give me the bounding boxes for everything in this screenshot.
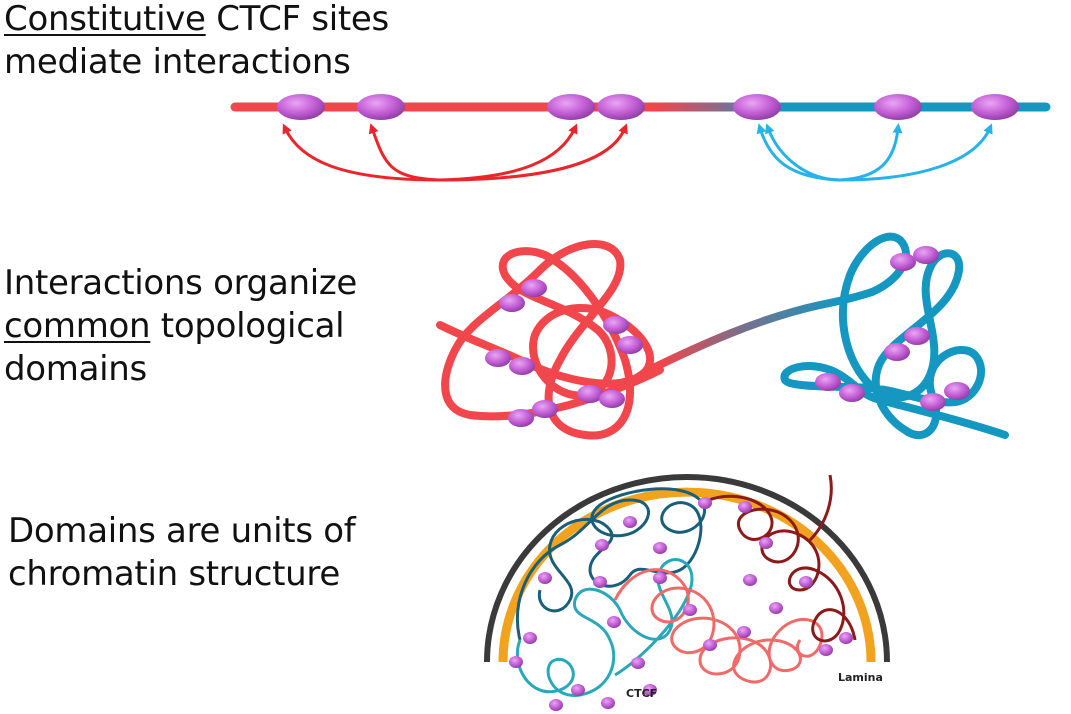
- fiber: [780, 232, 1009, 439]
- light-teal-domain: [515, 558, 694, 697]
- ctcf-site: [277, 94, 325, 120]
- ctcf-site: [601, 697, 615, 709]
- arc: [839, 123, 903, 182]
- ctcf-site: [577, 385, 603, 403]
- caption-line: Interactions organize: [4, 262, 357, 305]
- arc: [439, 123, 578, 182]
- panel3-caption: Domains are units of chromatin structure: [8, 510, 356, 596]
- ctcf-site: [920, 393, 946, 411]
- caption-text: chromatin structure: [8, 554, 340, 594]
- folded-domains-panel: [436, 232, 1009, 440]
- ctcf-site: [603, 316, 629, 334]
- caption-text: domains: [4, 349, 147, 389]
- ctcf-site: [737, 626, 751, 638]
- ctcf-site: [653, 572, 667, 584]
- ctcf-site: [884, 343, 910, 361]
- caption-line: mediate interactions: [4, 41, 389, 84]
- caption-line: Domains are units of: [8, 510, 356, 553]
- ctcf-site: [839, 632, 853, 644]
- red-interaction-arcs: [282, 123, 628, 182]
- arc: [368, 123, 441, 182]
- ctcf-site: [509, 656, 523, 668]
- ctcf-site: [523, 632, 537, 644]
- caption-text: Domains are units of: [8, 511, 356, 551]
- caption-underlined: common: [4, 306, 151, 346]
- caption-text: Interactions organize: [4, 263, 358, 303]
- arc: [439, 123, 628, 182]
- blue-interaction-arcs: [756, 123, 993, 182]
- ctcf-site: [631, 657, 645, 669]
- caption-line: common topological: [4, 305, 357, 348]
- ctcf-sites-linear: [277, 94, 1019, 120]
- ctcf-site: [617, 336, 643, 354]
- ctcf-site: [815, 373, 841, 391]
- ctcf-site: [485, 349, 511, 367]
- ctcf-site: [549, 699, 563, 711]
- arc: [839, 123, 993, 182]
- nuclear-envelope: [484, 474, 890, 663]
- ctcf-site: [733, 94, 781, 120]
- blue-domain: [780, 232, 1009, 439]
- fiber: [436, 321, 524, 364]
- ctcf-site: [799, 576, 813, 588]
- arc: [765, 123, 841, 182]
- ctcf-label: CTCF: [626, 687, 657, 700]
- ctcf-site: [653, 542, 667, 554]
- ctcf-site: [595, 539, 609, 551]
- dark-red-domain: [699, 474, 857, 643]
- ctcf-site: [508, 409, 534, 427]
- light-red-domain: [613, 568, 824, 684]
- ctcf-site: [571, 684, 585, 696]
- nucleus-panel: CTCF Lamina: [484, 474, 890, 711]
- caption-text: CTCF sites: [205, 0, 389, 39]
- ctcf-site: [683, 604, 697, 616]
- ctcf-site: [738, 501, 752, 513]
- ctcf-site: [499, 294, 525, 312]
- ctcf-site: [743, 574, 757, 586]
- ctcf-site: [874, 94, 922, 120]
- caption-underlined: Constitutive: [4, 0, 206, 39]
- inter-domain-linker: [641, 288, 876, 376]
- ctcf-site: [759, 537, 773, 549]
- ctcf-site: [839, 384, 865, 402]
- ctcf-site: [904, 327, 930, 345]
- ctcf-site: [769, 602, 783, 614]
- ctcf-site: [597, 94, 645, 120]
- ctcf-site: [819, 644, 833, 656]
- panel2-caption: Interactions organize common topological…: [4, 262, 357, 391]
- ctcf-sites-folded: [485, 246, 970, 427]
- ctcf-site: [971, 94, 1019, 120]
- ctcf-site: [623, 516, 637, 528]
- ctcf-site: [509, 357, 535, 375]
- panel1-caption: Constitutive CTCF sites mediate interact…: [4, 0, 389, 84]
- ctcf-site: [890, 253, 916, 271]
- ctcf-sites-nucleus: [509, 497, 853, 711]
- arc: [282, 123, 441, 182]
- lamina-label: Lamina: [838, 671, 883, 684]
- caption-text: mediate interactions: [4, 42, 351, 82]
- ctcf-site: [532, 400, 558, 418]
- ctcf-site: [703, 639, 717, 651]
- linear-chromatin-panel: [230, 94, 1051, 182]
- ctcf-site: [643, 684, 657, 696]
- ctcf-site: [599, 390, 625, 408]
- ctcf-site: [547, 94, 595, 120]
- ctcf-site: [607, 616, 621, 628]
- ctcf-site: [538, 572, 552, 584]
- dark-teal-domain: [515, 487, 707, 641]
- caption-text: topological: [150, 306, 345, 346]
- caption-line: domains: [4, 348, 357, 391]
- caption-line: chromatin structure: [8, 553, 355, 596]
- ctcf-site: [593, 576, 607, 588]
- caption-line: Constitutive CTCF sites: [4, 0, 389, 41]
- ctcf-site: [944, 382, 970, 400]
- ctcf-site: [521, 279, 547, 297]
- ctcf-site: [357, 94, 405, 120]
- ctcf-site: [913, 246, 939, 264]
- ctcf-site: [698, 497, 712, 509]
